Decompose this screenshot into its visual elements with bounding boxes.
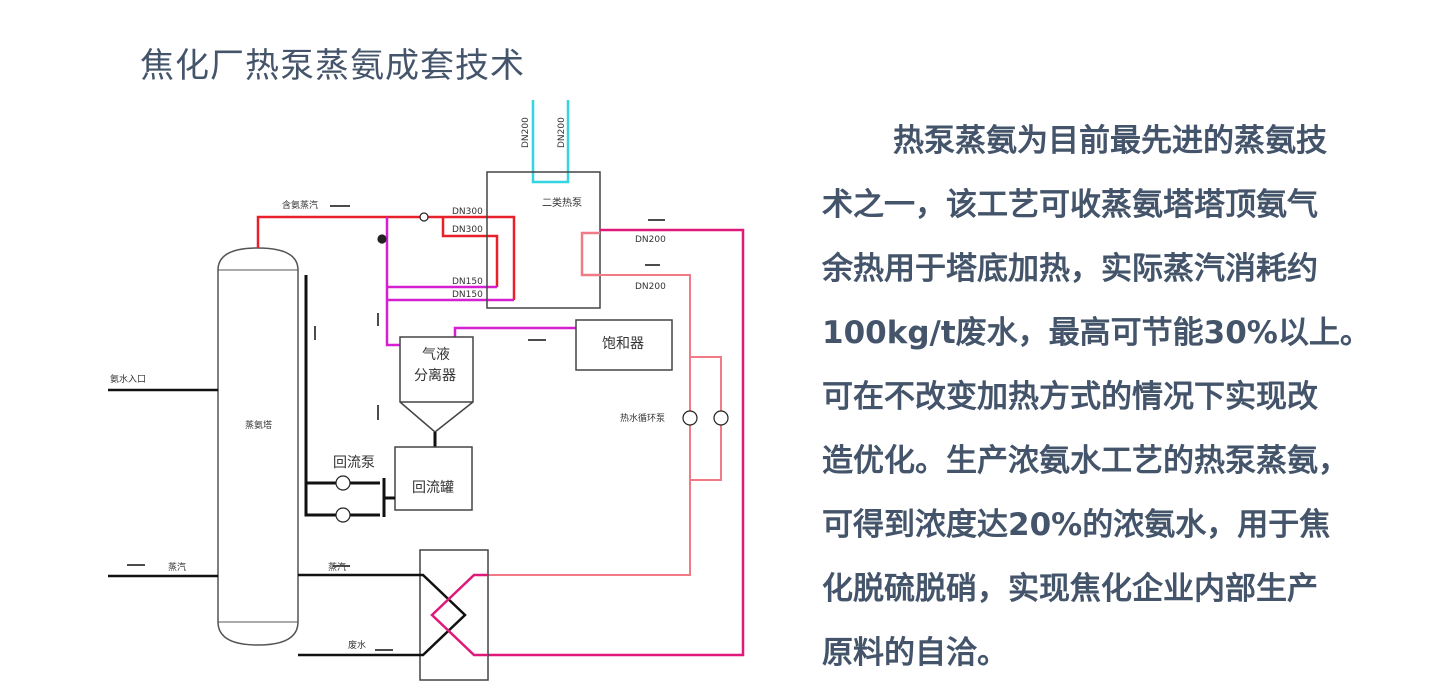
heat-exchanger: [419, 549, 489, 681]
body-line: 热泵蒸氨为目前最先进的蒸氨技: [893, 123, 1327, 159]
svg-text:热水循环泵: 热水循环泵: [620, 412, 665, 424]
dn300-branch-pipe: [441, 217, 499, 287]
body-line: 术之一，该工艺可收蒸氨塔塔顶氨气: [822, 187, 1318, 223]
reflux-tank: [394, 446, 473, 511]
description-text: 热泵蒸氨为目前最先进的蒸氨技 术之一，该工艺可收蒸氨塔塔顶氨气 余热用于塔底加热…: [822, 112, 1422, 688]
svg-text:蒸汽: 蒸汽: [168, 561, 186, 573]
hot-water-pump-icon: [682, 410, 698, 426]
svg-text:DN300: DN300: [452, 225, 483, 235]
svg-text:废水: 废水: [348, 639, 366, 651]
body-line: 可得到浓度达20%的浓氨水，用于焦: [822, 507, 1331, 543]
valve-icon: [419, 212, 429, 222]
gas-liquid-separator: [399, 336, 474, 433]
svg-text:DN200: DN200: [521, 117, 531, 148]
body-line: 化脱硫脱硝，实现焦化企业内部生产: [822, 571, 1318, 607]
svg-text:DN150: DN150: [452, 290, 483, 300]
svg-text:蒸氨塔: 蒸氨塔: [245, 419, 272, 431]
body-line: 可在不改变加热方式的情况下实现改: [822, 379, 1318, 415]
body-line: 原料的自洽。: [822, 635, 1008, 671]
body-line: 100kg/t废水，最高可节能30%以上。: [822, 315, 1371, 351]
cooling-water-pipes: [531, 100, 570, 184]
svg-text:DN300: DN300: [452, 207, 483, 217]
svg-text:DN200: DN200: [557, 117, 567, 148]
svg-text:DN200: DN200: [635, 235, 666, 245]
svg-text:分离器: 分离器: [414, 367, 456, 384]
svg-text:氨水入口: 氨水入口: [110, 373, 146, 385]
body-line: 余热用于塔底加热，实际蒸汽消耗约: [822, 251, 1318, 287]
reflux-pipe: [304, 275, 395, 517]
svg-text:二类热泵: 二类热泵: [542, 196, 582, 209]
saturator: [575, 319, 673, 371]
reflux-pump-icon: [335, 475, 351, 491]
svg-text:DN150: DN150: [452, 277, 483, 287]
svg-text:DN200: DN200: [635, 282, 666, 292]
svg-text:饱和器: 饱和器: [602, 336, 644, 352]
ammonia-steam-label: 含氨蒸汽: [282, 199, 318, 211]
svg-text:回流泵: 回流泵: [333, 455, 375, 471]
stripping-column: [217, 247, 299, 646]
heat-pump-box: [486, 171, 601, 309]
vapor-pipe: [385, 217, 400, 347]
svg-text:气液: 气液: [422, 347, 450, 363]
svg-text:回流罐: 回流罐: [412, 480, 454, 496]
saturator-pipe: [453, 326, 576, 337]
hot-water-supply-pipe: [580, 231, 600, 277]
body-line: 造优化。生产浓氨水工艺的热泵蒸氨，: [822, 443, 1349, 479]
page-title: 焦化厂热泵蒸氨成套技术: [140, 46, 525, 86]
svg-text:蒸汽: 蒸汽: [328, 561, 346, 573]
